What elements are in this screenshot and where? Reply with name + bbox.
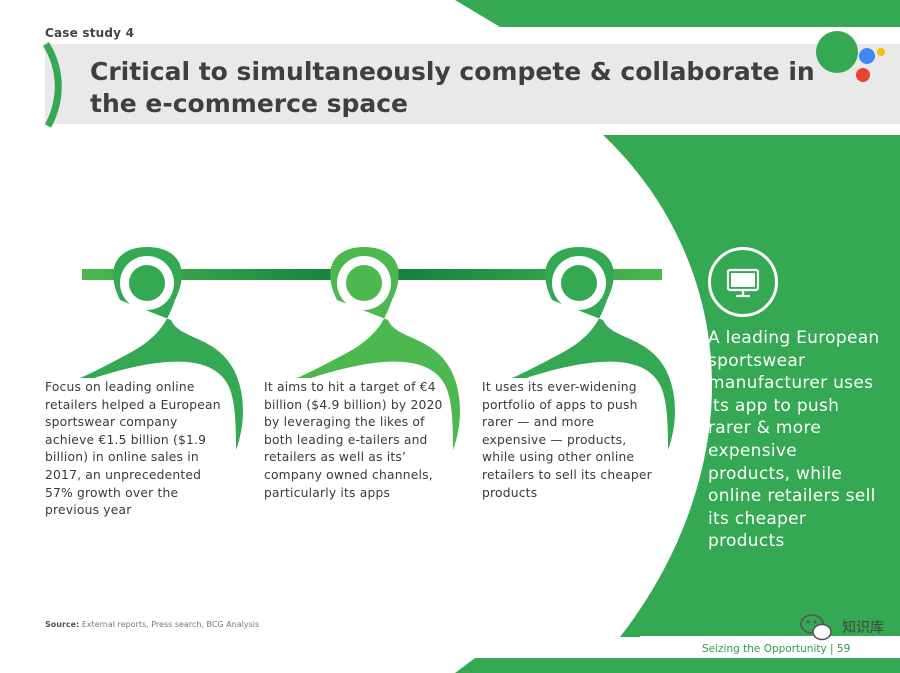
monitor-icon-circle xyxy=(708,247,778,317)
column-2-text: It aims to hit a target of €4 billion ($… xyxy=(264,380,443,500)
timeline-node-3 xyxy=(512,247,675,450)
page-title: Critical to simultaneously compete & col… xyxy=(90,57,815,118)
case-label: Case study 4 xyxy=(45,26,135,40)
source-note: Source: External reports, Press search, … xyxy=(45,620,259,629)
wechat-icon xyxy=(800,614,832,641)
title-band xyxy=(45,44,900,124)
timeline-node-1 xyxy=(80,247,243,450)
source-text: External reports, Press search, BCG Anal… xyxy=(81,620,260,629)
brand-dots-icon xyxy=(816,31,885,82)
monitor-icon xyxy=(726,268,760,298)
top-green-stripe xyxy=(455,0,900,27)
column-3-text: It uses its ever-widening portfolio of a… xyxy=(482,380,652,500)
watermark-label: 知识库 xyxy=(842,620,884,636)
footer-page-label: Seizing the Opportunity | 59 xyxy=(702,643,851,655)
side-panel-text: A leading European sportswear manufactur… xyxy=(708,328,880,552)
footer-band xyxy=(455,636,900,673)
column-1-text: Focus on leading online retailers helped… xyxy=(45,380,221,518)
timeline-node-2 xyxy=(297,247,460,450)
title-arc xyxy=(42,42,62,128)
source-label: Source: xyxy=(45,620,80,629)
